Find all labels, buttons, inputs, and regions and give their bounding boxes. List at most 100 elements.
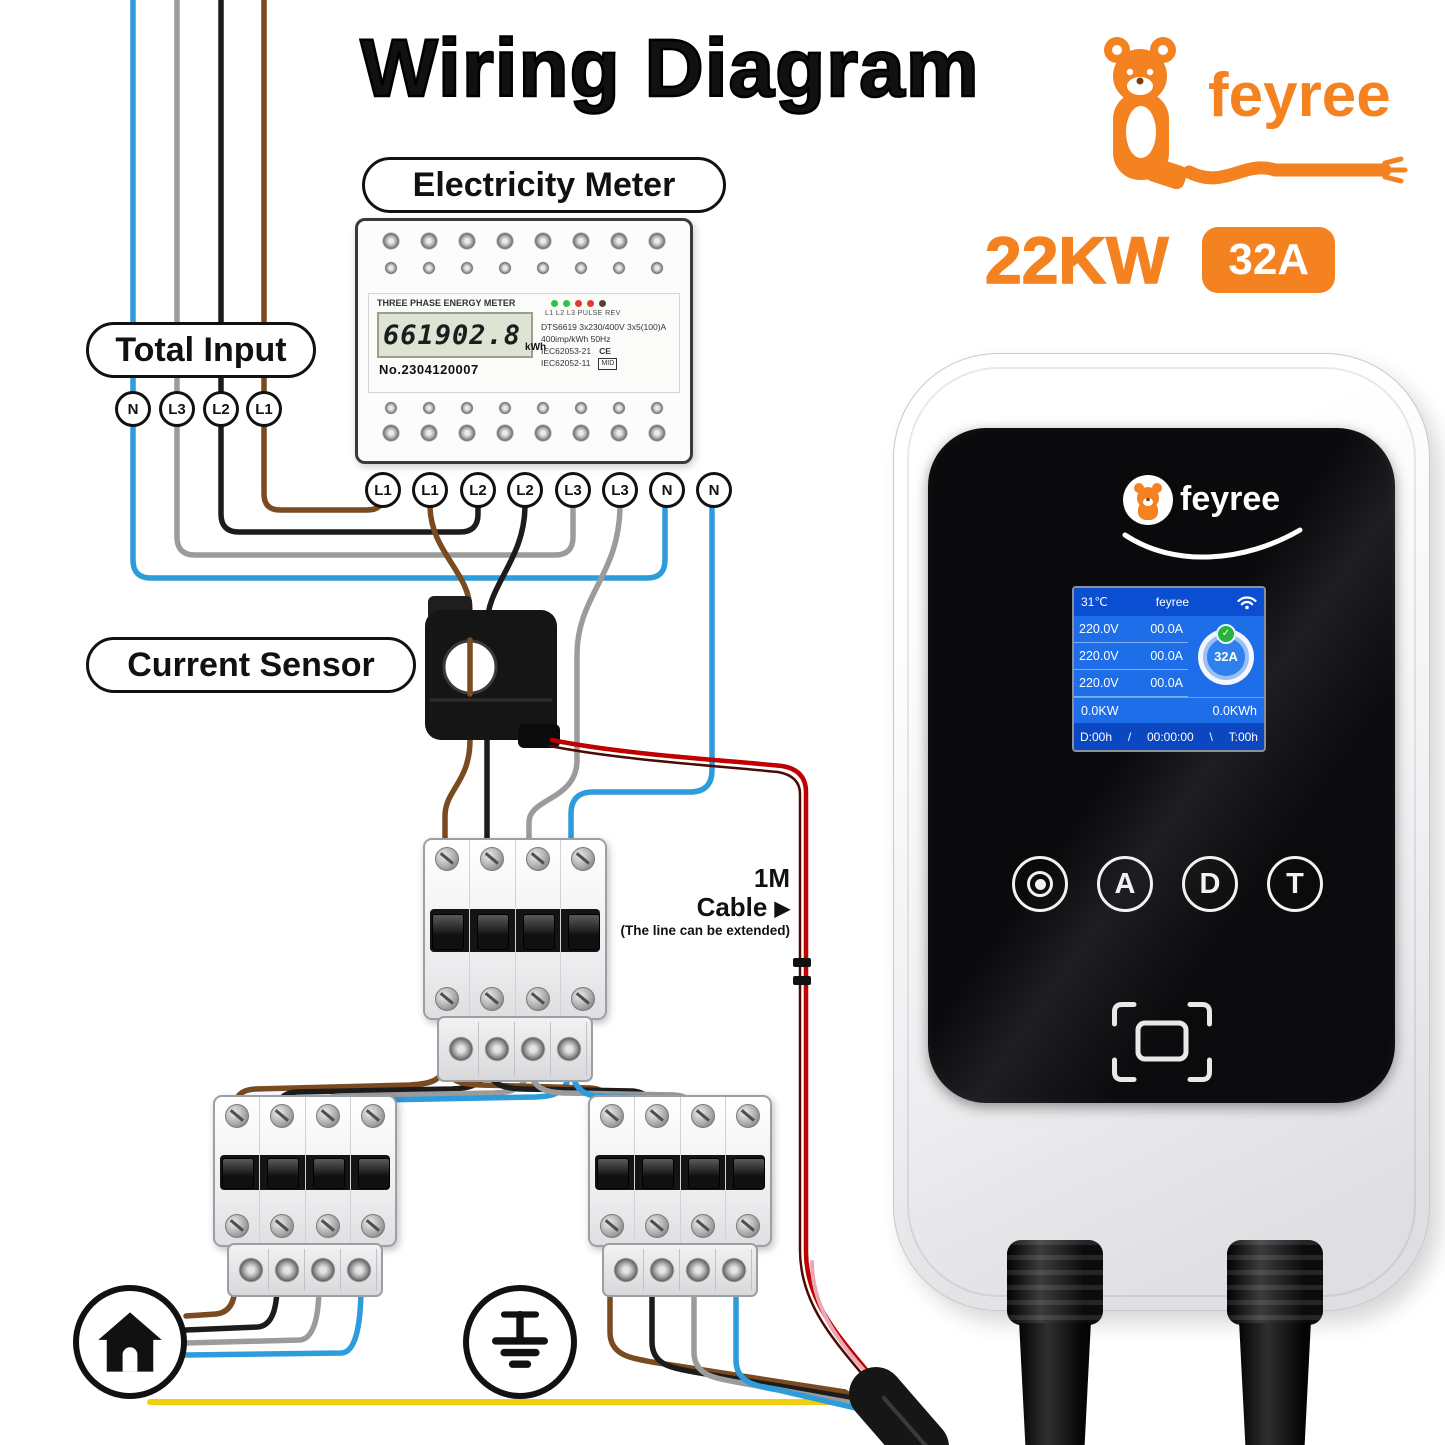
meter-terminal-l2a: L2 xyxy=(460,472,496,508)
earth-ground-icon xyxy=(463,1285,577,1399)
charger-logo-swoosh xyxy=(1122,527,1303,560)
meter-indicator-labels: L1 L2 L3 PULSE REV xyxy=(545,310,621,317)
footer-separator: \ xyxy=(1209,729,1213,744)
wire-n-blue-out xyxy=(568,502,715,853)
brand-name: feyree xyxy=(1208,61,1391,130)
electricity-meter-label: Electricity Meter xyxy=(362,157,726,213)
phase3-voltage: 220.0V xyxy=(1079,676,1119,690)
current-sensor-icon xyxy=(425,596,560,748)
main-breaker-terminals xyxy=(437,1016,593,1082)
input-terminal-l2: L2 xyxy=(203,391,239,427)
arrow-right-icon: ▶ xyxy=(774,897,790,920)
current-limit-gauge: 32A ✓ xyxy=(1198,623,1254,685)
meter-iec1: IEC62053-21 xyxy=(541,345,592,356)
cable-note: 1M Cable ▶ (The line can be extended) xyxy=(615,864,790,939)
total-input-label: Total Input xyxy=(86,322,316,378)
mid-mark: MID xyxy=(598,357,618,370)
wire-l2-black-input xyxy=(218,0,481,535)
meter-terminal-l1a: L1 xyxy=(365,472,401,508)
phase-row-2: 220.0V 00.0A xyxy=(1074,643,1188,670)
electricity-meter: THREE PHASE ENERGY METER L1 L2 L3 PULSE … xyxy=(355,218,693,464)
button-a[interactable]: A xyxy=(1097,856,1153,912)
start-stop-icon xyxy=(1027,871,1053,897)
ce-mark: CE xyxy=(599,345,611,356)
feyree-mascot-icon xyxy=(1104,37,1408,190)
wire-charger-blue xyxy=(733,1282,913,1445)
phase1-current: 00.0A xyxy=(1150,622,1183,636)
meter-reading: 661902.8 xyxy=(383,319,522,351)
amp-badge: 32A xyxy=(1202,227,1336,293)
footer-separator: / xyxy=(1127,729,1132,744)
wire-l1-brown-lower xyxy=(442,737,473,853)
meter-serial: No.2304120007 xyxy=(379,362,479,377)
button-t[interactable]: T xyxy=(1267,856,1323,912)
meter-terminal-l1b: L1 xyxy=(412,472,448,508)
phase-readouts: 220.0V 00.0A 220.0V 00.0A 220.0V 00.0A xyxy=(1074,616,1188,697)
ct-cable-connector xyxy=(793,958,811,967)
ev-charger: feyree 31℃ feyree 220.0V 00.0A xyxy=(893,353,1430,1445)
charger-display: 31℃ feyree 220.0V 00.0A 220.0V 00.0A xyxy=(1072,586,1266,752)
power-rating-row: 22KW 32A xyxy=(984,222,1336,298)
cable-left xyxy=(1019,1323,1091,1445)
display-brand: feyree xyxy=(1155,595,1190,609)
start-stop-button[interactable] xyxy=(1012,856,1068,912)
meter-terminal-nb: N xyxy=(696,472,732,508)
wire-ct-black xyxy=(548,744,905,1434)
meter-lcd: 661902.8 kWh xyxy=(377,312,546,358)
charger-logo-icon xyxy=(1123,475,1173,525)
right-breaker-terminals xyxy=(602,1243,758,1297)
phase3-current: 00.0A xyxy=(1150,676,1183,690)
cable-gland-left xyxy=(1007,1240,1103,1325)
meter-terminal-screws xyxy=(372,421,676,445)
meter-face: THREE PHASE ENERGY METER L1 L2 L3 PULSE … xyxy=(368,293,680,393)
phase2-current: 00.0A xyxy=(1150,649,1183,663)
meter-specs: DTS6619 3x230/400V 3x5(100)A 400imp/kWh … xyxy=(541,322,666,370)
meter-unit: kWh xyxy=(525,342,547,353)
phase2-voltage: 220.0V xyxy=(1079,649,1119,663)
wire-charger-brown xyxy=(607,1282,901,1431)
input-terminal-l1: L1 xyxy=(246,391,282,427)
sub-circuit-breaker-left xyxy=(213,1095,397,1247)
phase-row-1: 220.0V 00.0A xyxy=(1074,616,1188,643)
meter-terminal-l3b: L3 xyxy=(602,472,638,508)
power-rating: 22KW xyxy=(984,222,1169,298)
wire-earth-yellow xyxy=(147,1399,909,1444)
meter-indicator-lights xyxy=(551,300,606,307)
charger-brand-name: feyree xyxy=(1180,480,1281,518)
input-terminal-l3: L3 xyxy=(159,391,195,427)
cable-word: Cable xyxy=(696,891,768,922)
ct-cable-connector xyxy=(793,976,811,985)
meter-terminal-na: N xyxy=(649,472,685,508)
meter-model: DTS6619 3x230/400V 3x5(100)A xyxy=(541,322,667,332)
meter-terminal-screws xyxy=(372,399,676,417)
cable-highlight xyxy=(882,1396,928,1445)
cable-extend-note: (The line can be extended) xyxy=(620,923,790,939)
charging-cable-sheath xyxy=(849,1367,949,1445)
meter-terminal-screws xyxy=(372,229,676,253)
cable-right xyxy=(1239,1323,1311,1445)
meter-terminal-screws xyxy=(372,259,676,277)
wire-home-blue xyxy=(183,1282,364,1358)
cable-gland-right xyxy=(1227,1240,1323,1325)
left-breaker-terminals xyxy=(227,1243,383,1297)
meter-iec2: IEC62052-11 xyxy=(541,357,591,368)
meter-imp-rate: 400imp/kWh 50Hz xyxy=(541,333,611,344)
wifi-icon xyxy=(1237,596,1257,610)
display-duration: D:00h xyxy=(1080,729,1113,744)
sub-circuit-breaker-right xyxy=(588,1095,772,1247)
page-title: Wiring Diagram xyxy=(359,22,980,116)
display-clock: 00:00:00 xyxy=(1146,729,1194,744)
wire-l3-gray-out xyxy=(526,502,623,853)
wire-l3-gray-input xyxy=(174,0,576,558)
display-footer: D:00h / 00:00:00 \ T:00h xyxy=(1074,723,1264,750)
phase1-voltage: 220.0V xyxy=(1079,622,1119,636)
button-d[interactable]: D xyxy=(1182,856,1238,912)
display-power: 0.0KW xyxy=(1081,703,1119,718)
check-icon: ✓ xyxy=(1216,623,1236,644)
wire-charger-gray xyxy=(691,1282,909,1441)
charger-front-panel xyxy=(928,428,1395,1103)
wire-charger-black xyxy=(649,1282,905,1436)
home-icon xyxy=(73,1285,187,1399)
